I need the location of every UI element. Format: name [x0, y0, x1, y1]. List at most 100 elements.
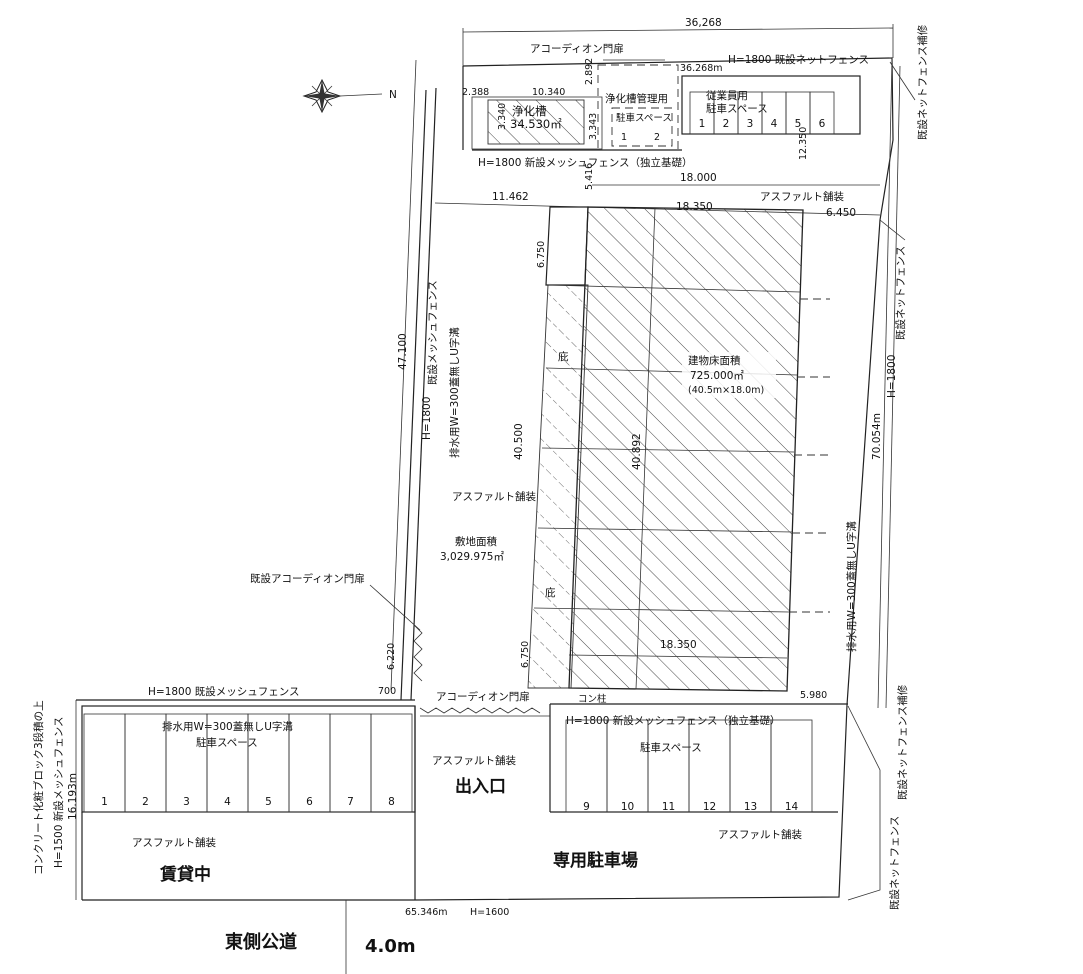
left-stall-number: 6 [306, 796, 313, 808]
septic-tank [487, 99, 585, 145]
west-strip-labels: 47.100 既設メッシュフェンス H=1800 排水用W=300蓋無しU字溝 … [250, 59, 536, 697]
parking-space-right-label: 駐車スペース [640, 741, 702, 754]
dim-18000: 18.000 [680, 172, 717, 184]
dim-18350-bottom: 18.350 [660, 639, 697, 651]
concrete-column-label: コン柱 [578, 693, 607, 705]
dim-70054: 70.054m [871, 413, 883, 460]
new-mesh-bottom-label: H=1800 新設メッシュフェンス（独立基礎） [566, 714, 781, 727]
concrete-block-label-1: コンクリート化粧ブロック3段積の上 [32, 700, 45, 875]
right-stalls: 9 10 11 12 13 14 [565, 719, 813, 813]
drain-left-label: 排水用W=300蓋無しU字溝 [448, 327, 461, 458]
dim-3340: 3.340 [497, 103, 508, 130]
north-strip: アコーディオン門扉 H=1800 既設ネットフェンス 36.268m 2.892… [462, 42, 869, 190]
dim-36268: 36,268 [685, 17, 722, 29]
accordion-gate-top-label: アコーディオン門扉 [530, 42, 624, 55]
eaves-label-1: 庇 [558, 350, 569, 363]
dim-40500: 40.500 [513, 423, 525, 460]
left-stall [370, 713, 413, 813]
east-strip-labels: 既設ネットフェンス補修 既設ネットフェンス H=1800 70.054m 排水用… [845, 24, 929, 652]
dim-47100: 47.100 [397, 333, 409, 370]
right-stall-number: 13 [744, 801, 757, 813]
entrance-label: 出入口 [455, 776, 506, 797]
dedicated-parking-label: 専用駐車場 [553, 850, 638, 871]
building-area-value: 725.000㎡ [690, 370, 744, 382]
right-stall-number: 10 [621, 801, 634, 813]
right-stall [770, 719, 813, 813]
net-fence-bottom-label: 既設ネットフェンス [888, 816, 901, 910]
asphalt-rental-label: アスファルト舗装 [132, 836, 216, 849]
staff-parking-label-2: 駐車スペース [706, 102, 768, 115]
dim-3343: 3.343 [588, 113, 599, 140]
left-stall-number: 8 [388, 796, 395, 808]
net-fence-repair-bottom: 既設ネットフェンス補修 [896, 684, 909, 800]
dim-5980: 5.980 [800, 690, 827, 701]
net-fence-right-label: 既設ネットフェンス [894, 246, 907, 340]
main-building [568, 206, 804, 692]
dim-6450: 6.450 [826, 207, 856, 219]
fence-mesh-left-bottom-label: H=1800 既設メッシュフェンス [148, 685, 300, 698]
staff-stall-number: 2 [723, 118, 730, 130]
right-stall-number: 14 [785, 801, 799, 813]
septic-slot-2: 2 [654, 132, 660, 143]
septic-parking-label: 浄化槽管理用 [605, 92, 668, 105]
dim-2892: 2.892 [584, 58, 595, 85]
for-rent-label: 賃貸中 [159, 864, 211, 885]
left-stall-number: 3 [183, 796, 190, 808]
dim-5416: 5.416 [584, 163, 595, 190]
staff-stall-number: 3 [747, 118, 754, 130]
dim-12350: 12.350 [798, 127, 809, 160]
right-stall [606, 719, 649, 813]
dim-36268m: 36.268m [680, 63, 723, 74]
drain-bottom-left-label: 排水用W=300蓋無しU字溝 [162, 720, 293, 733]
compass-rose-icon [302, 78, 383, 114]
right-stall [565, 719, 608, 813]
h1600-label: H=1600 [470, 907, 509, 918]
right-stall [688, 719, 731, 813]
dim-11462: 11.462 [492, 191, 529, 203]
fence-net-top-label: H=1800 既設ネットフェンス [728, 53, 869, 66]
staff-stall [809, 91, 835, 135]
accordion-gate-bottom-label: アコーディオン門扉 [436, 690, 530, 703]
road-width-label: 4.0m [365, 936, 416, 957]
building-area-dims: (40.5m×18.0m) [688, 385, 764, 396]
dim-700: 700 [378, 686, 396, 697]
h1800-right-label: H=1800 [886, 355, 898, 398]
drain-right-label: 排水用W=300蓋無しU字溝 [845, 521, 858, 652]
net-fence-repair-top: 既設ネットフェンス補修 [916, 24, 929, 140]
left-stall-number: 4 [224, 796, 231, 808]
existing-accordion-gate-label: 既設アコーディオン門扉 [250, 572, 365, 585]
septic-slot-1: 1 [621, 132, 627, 143]
staff-stall-number: 1 [699, 118, 706, 130]
right-stall-number: 12 [703, 801, 716, 813]
staff-stalls: 1 2 3 4 5 6 [689, 91, 835, 135]
septic-tank-label: 浄化槽 [512, 104, 547, 118]
dim-6750-top: 6.750 [536, 241, 547, 268]
right-stall-number: 9 [583, 801, 590, 813]
building-area-title: 建物床面積 [688, 354, 741, 367]
dim-16193: 16.193m [67, 773, 79, 820]
north-label: N [389, 89, 397, 101]
h1800-left-label: H=1800 [421, 397, 433, 440]
asphalt-entrance-label: アスファルト舗装 [432, 754, 516, 767]
dim-65346: 65.346m [405, 907, 448, 918]
right-stall-number: 11 [662, 801, 675, 813]
staff-stall-number: 5 [795, 118, 802, 130]
new-mesh-fence-top-label: H=1800 新設メッシュフェンス（独立基礎） [478, 156, 693, 169]
asphalt-top-label: アスファルト舗装 [760, 190, 844, 203]
east-road-label: 東側公道 [225, 931, 297, 953]
septic-tank-area [471, 96, 603, 150]
septic-area-label: 34.530㎡ [510, 117, 562, 131]
south-band: H=1800 既設メッシュフェンス 排水用W=300蓋無しU字溝 駐車スペース … [32, 684, 909, 918]
site-area-value: 3,029.975㎡ [440, 551, 504, 563]
staff-parking-label-1: 従業員用 [706, 89, 748, 102]
staff-stall-number: 6 [819, 118, 826, 130]
concrete-block-label-2: H=1500 新設メッシュフェンス [52, 716, 65, 868]
left-stall-number: 2 [142, 796, 149, 808]
building: 建物床面積 725.000㎡ (40.5m×18.0m) 6.750 40.50… [513, 206, 830, 705]
asphalt-dedicated-label: アスファルト舗装 [718, 828, 802, 841]
top-dimension: 36,268 [462, 17, 894, 66]
staff-stall-number: 4 [771, 118, 778, 130]
left-stall-number: 5 [265, 796, 272, 808]
